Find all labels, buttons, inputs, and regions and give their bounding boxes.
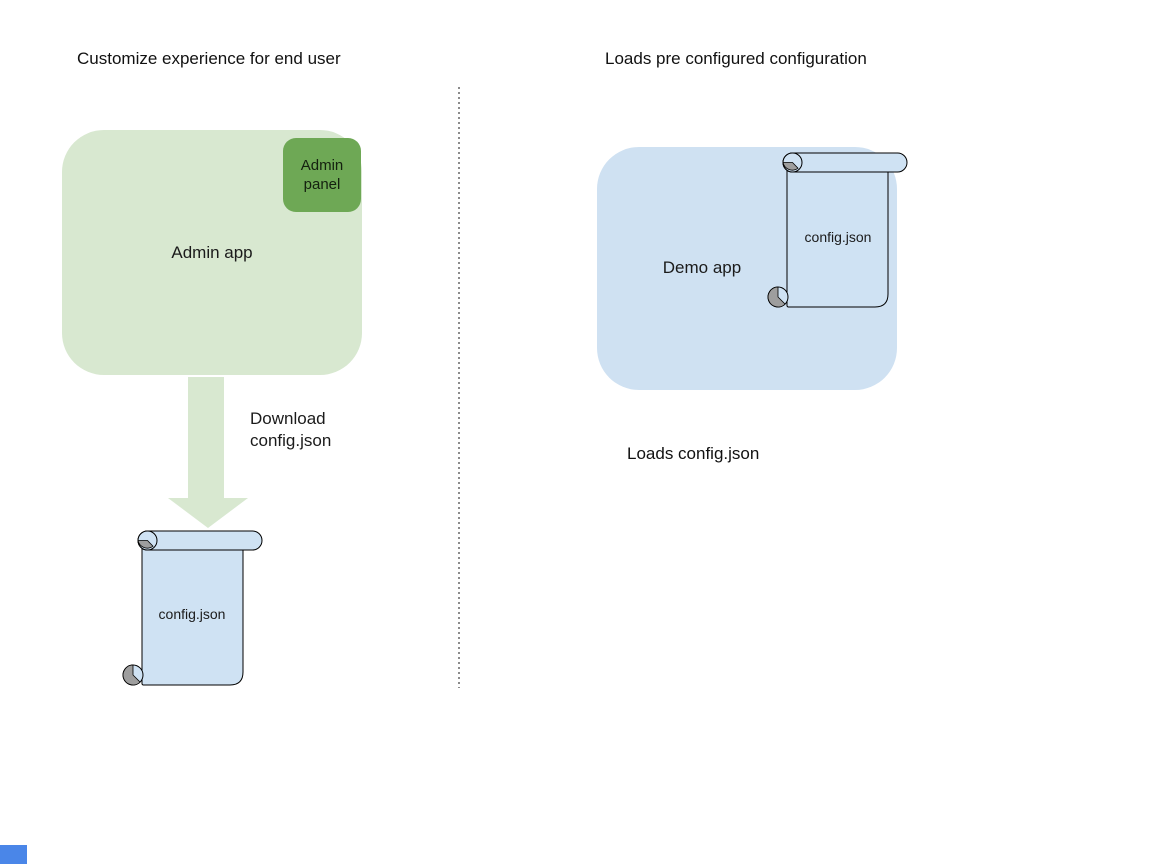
admin-panel-box: Admin panel (283, 138, 361, 212)
right-section-title: Loads pre configured configuration (605, 49, 867, 68)
section-divider (458, 87, 460, 688)
admin-panel-label: Admin panel (300, 157, 344, 193)
config-json-label-left: config.json (158, 606, 226, 622)
left-section-title: Customize experience for end user (77, 49, 341, 68)
demo-app-label: Demo app (662, 258, 742, 277)
loads-config-caption: Loads config.json (627, 444, 760, 463)
down-arrow-icon (168, 377, 248, 528)
config-json-label-right: config.json (804, 229, 872, 245)
download-config-caption: Download config.json (250, 409, 332, 450)
corner-accent-square (0, 845, 27, 864)
admin-app-label: Admin app (171, 242, 253, 262)
